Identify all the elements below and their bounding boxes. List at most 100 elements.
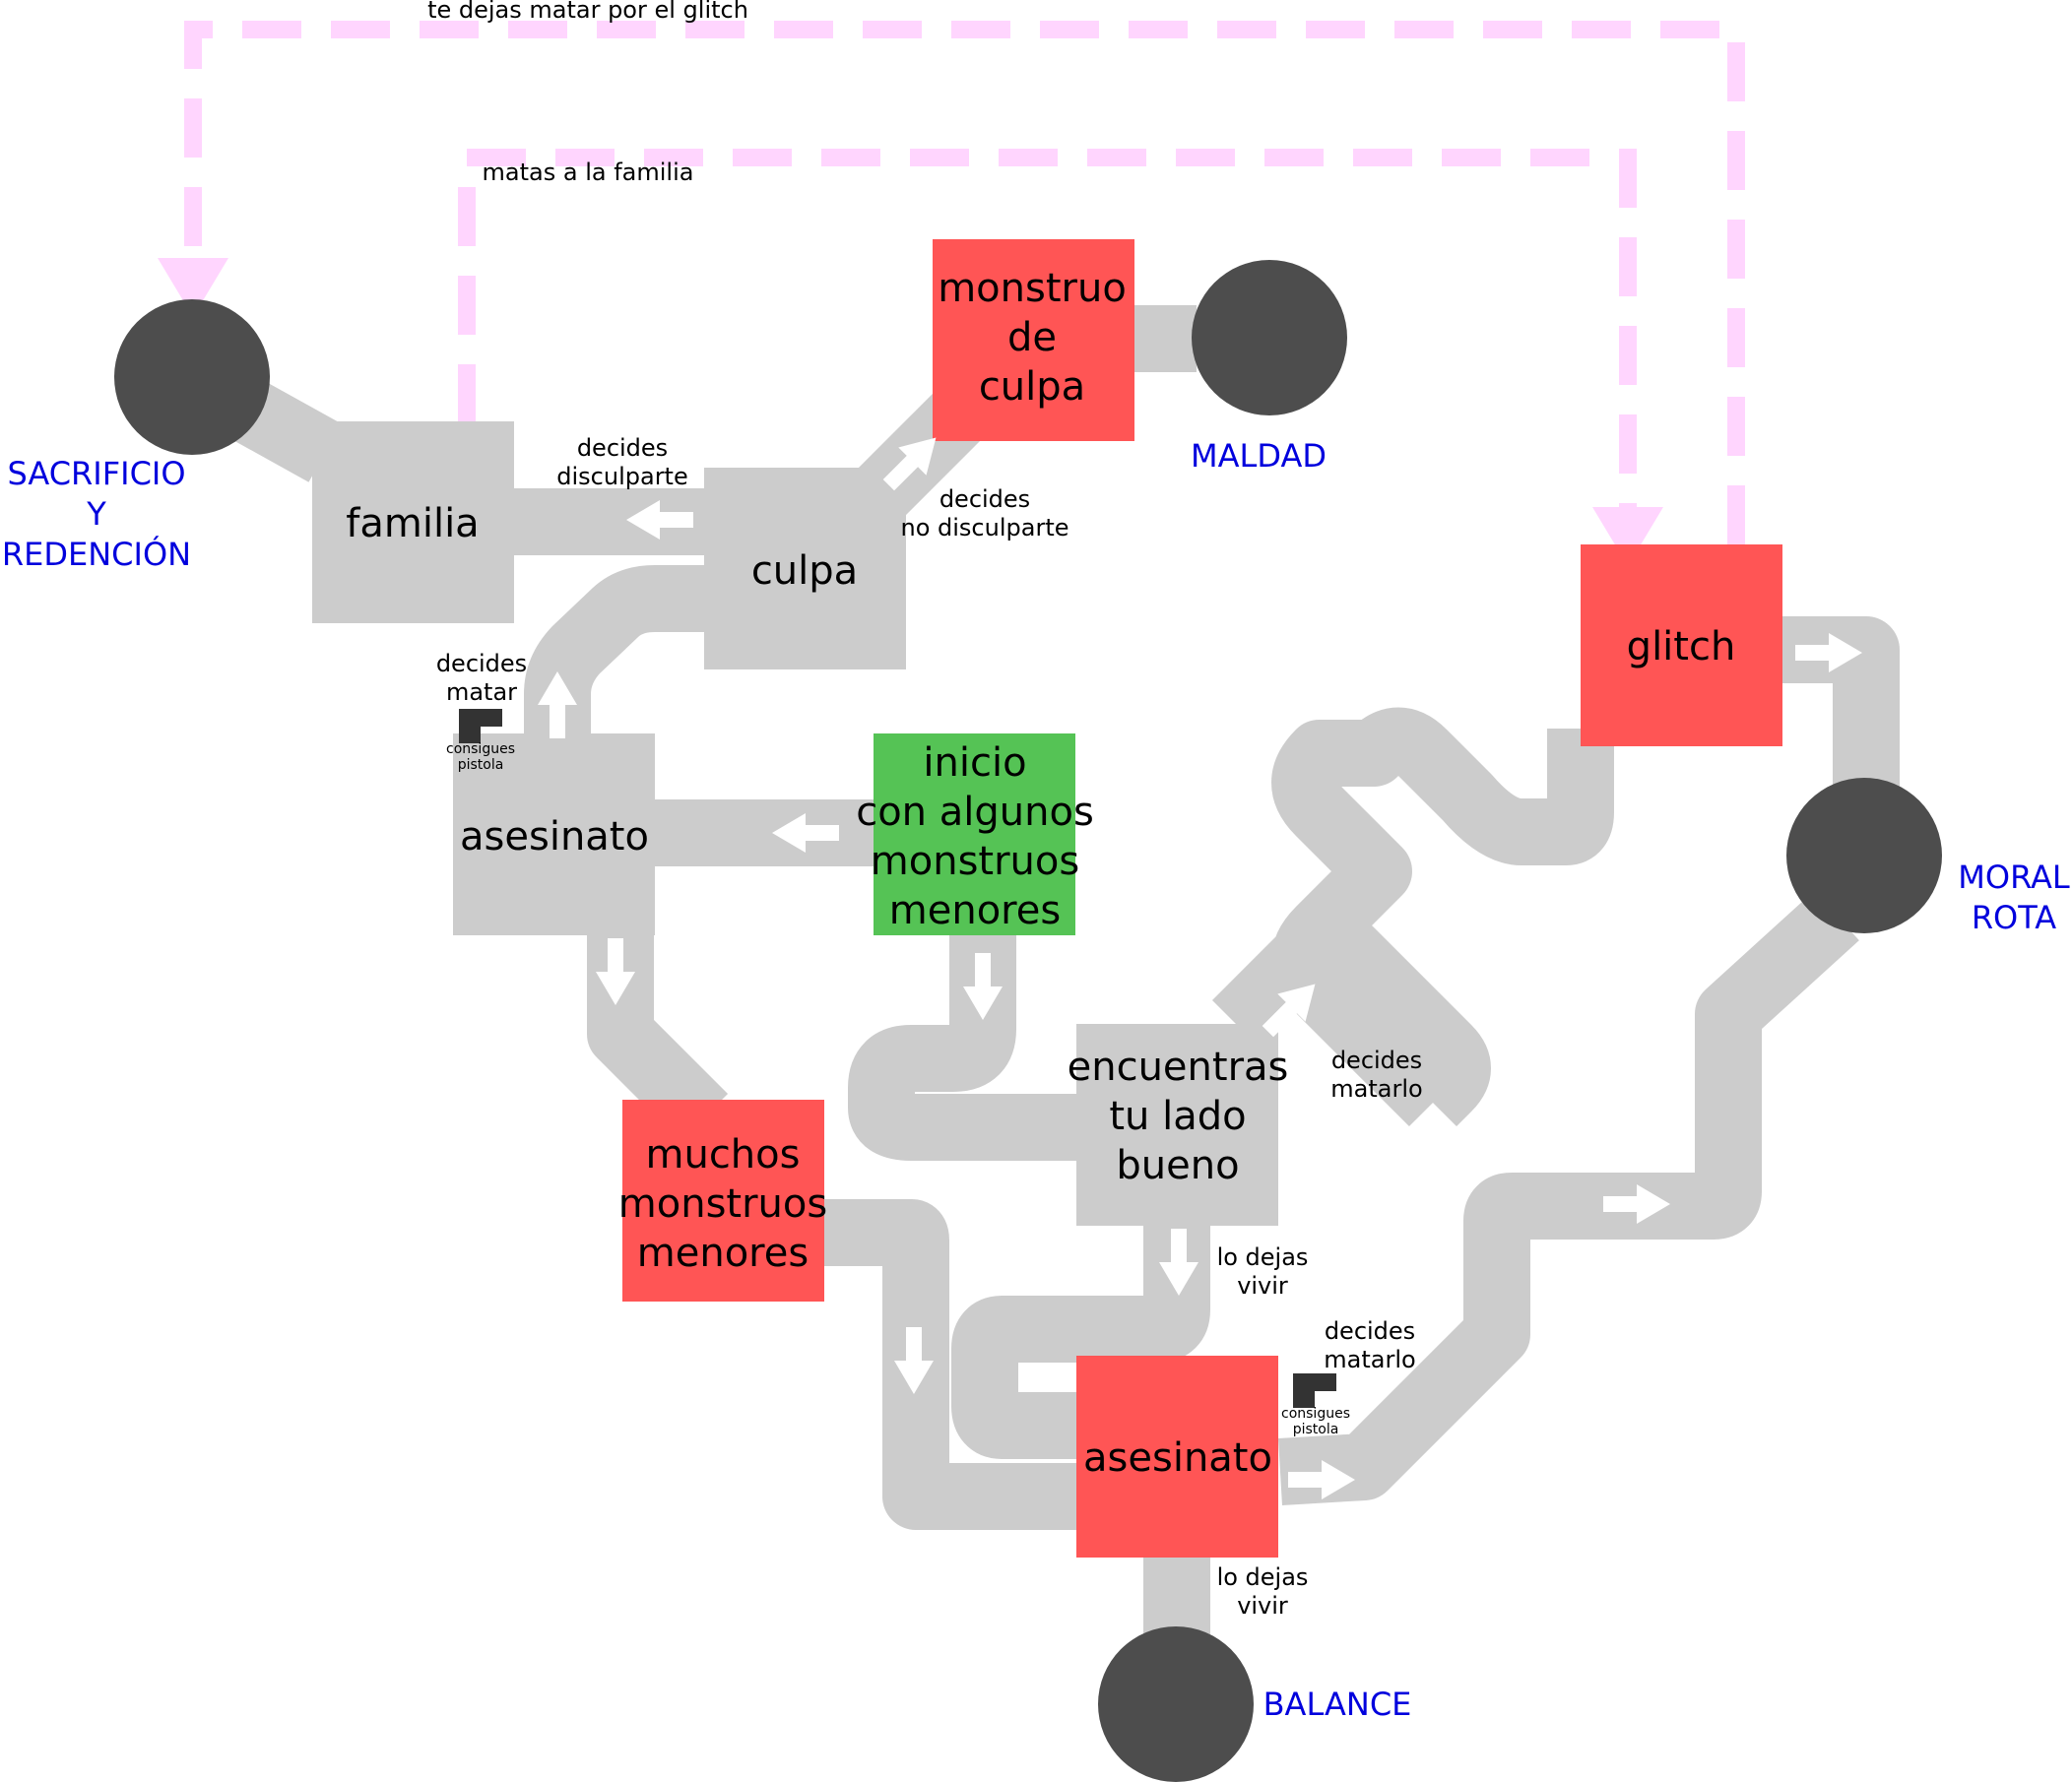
label-muchos-line-1: monstruos: [618, 1181, 827, 1227]
arrow-inicio-down: [963, 953, 1003, 1020]
label-encuentras-line-0: encuentras: [1068, 1045, 1289, 1090]
label-monstruo-line-0: monstruo: [938, 266, 1127, 311]
path-muchos-asesinato: [822, 1199, 1078, 1530]
label-asesinato-top-line-0: asesinato: [460, 814, 649, 859]
arrow-glitch-right: [1795, 633, 1862, 672]
ending-maldad-circle: [1192, 260, 1347, 415]
path-glitch-moral: [1782, 616, 1900, 788]
ending-balance-label: BALANCE: [1263, 1686, 1412, 1723]
path-encuentras-asesinato: [951, 1226, 1210, 1459]
path-asesinato-culpa: [524, 565, 704, 733]
label-encuentras-line-2: bueno: [1116, 1143, 1239, 1188]
edge-label-matarlo-low-line-1: matarlo: [1324, 1346, 1415, 1373]
path-asesinato-muchos: [587, 935, 729, 1142]
arrow-encuentras-up: [1262, 984, 1316, 1038]
dashed-arrowhead-sacrificio: [158, 258, 228, 317]
node-inicio: [874, 733, 1075, 935]
edge-label-vivir-mid-line-0: lo dejas: [1217, 1243, 1309, 1271]
label-inicio-line-1: con algunos: [856, 790, 1094, 835]
label-muchos-line-0: muchos: [646, 1132, 801, 1177]
node-culpa: [704, 468, 906, 669]
label-inicio-line-3: menores: [889, 888, 1061, 933]
arrow-to-monstruo: [882, 437, 937, 491]
label-monstruo-line-1: de: [1007, 315, 1057, 360]
ending-sacrificio-circle: [114, 299, 270, 455]
label-familia-line-0: familia: [346, 501, 479, 546]
label-encuentras-line-1: tu lado: [1109, 1094, 1246, 1139]
label-culpa: culpa: [751, 548, 858, 594]
edge-label-no-disculparte-line-1: no disculparte: [901, 514, 1069, 541]
node-muchos-monstruos: [622, 1100, 824, 1302]
pistol-icon-top: [459, 709, 502, 743]
edge-label-matar-line-1: matar: [446, 678, 517, 706]
pistol-icon-bottom: [1293, 1373, 1336, 1408]
edge-label-matarlo-mid-line-1: matarlo: [1330, 1075, 1422, 1103]
arrow-asesinato-right: [1288, 1460, 1355, 1499]
path-encuentras-glitch: [1211, 707, 1614, 1127]
node-asesinato-bottom: [1076, 1356, 1278, 1558]
label-familia: familia: [346, 501, 479, 546]
ending-balance-label-line-0: BALANCE: [1263, 1686, 1412, 1723]
edge-label-disculparte-line-1: disculparte: [556, 463, 687, 490]
node-asesinato-top: [453, 733, 655, 935]
node-monstruo-de-culpa: [933, 239, 1134, 441]
edge-label-vivir-mid-line-1: vivir: [1237, 1272, 1288, 1300]
edge-label-disculparte-line-0: decides: [577, 434, 668, 462]
edge-label-matarlo-low-line-0: decides: [1325, 1317, 1415, 1345]
dashed-arrowhead-glitch: [1592, 507, 1663, 566]
pistol-label-top-line-1: pistola: [458, 757, 504, 773]
ending-maldad-label: MALDAD: [1191, 437, 1327, 475]
edge-label-matar-line-0: decides: [436, 650, 527, 677]
pistol-label-bottom-line-1: pistola: [1293, 1422, 1339, 1437]
arrow-asesinato-up: [538, 671, 577, 738]
arrow-layer: [538, 437, 1862, 1499]
node-familia: [312, 421, 514, 623]
label-muchos-line-2: menores: [637, 1231, 809, 1276]
ending-moral-label-line-1: ROTA: [1972, 899, 2056, 936]
label-inicio-line-0: inicio: [923, 740, 1026, 786]
node-glitch: [1581, 544, 1782, 746]
label-monstruo-line-2: culpa: [979, 364, 1085, 410]
edge-label-matas-familia: matas a la familia: [483, 159, 694, 186]
node-encuentras: [1076, 1024, 1278, 1226]
ending-sacrificio-label-line-1: Y: [86, 495, 106, 533]
label-asesinato-bottom: asesinato: [1083, 1435, 1272, 1481]
label-culpa-line-0: culpa: [751, 548, 858, 594]
edge-label-vivir-low-line-1: vivir: [1237, 1592, 1288, 1620]
path-moral-asesinato: [1278, 890, 1859, 1505]
ending-maldad-label-line-0: MALDAD: [1191, 437, 1327, 475]
arrow-moral-right: [1603, 1184, 1670, 1224]
ending-sacrificio-label-line-2: REDENCIÓN: [2, 535, 191, 573]
label-inicio-line-2: monstruos: [871, 839, 1079, 884]
ending-moral-label-line-0: MORAL: [1958, 859, 2070, 896]
label-glitch-line-0: glitch: [1627, 624, 1736, 669]
label-glitch: glitch: [1627, 624, 1736, 669]
arrow-asesinato-down: [596, 938, 635, 1005]
edge-label-no-disculparte-line-0: decides: [939, 485, 1030, 513]
path-inicio-encuentras: [848, 935, 1078, 1161]
edge-label-vivir-low-line-0: lo dejas: [1217, 1563, 1309, 1591]
arrow-inicio-left: [772, 813, 839, 853]
arrow-to-familia: [626, 500, 693, 540]
arrow-encuentras-down: [1159, 1229, 1198, 1296]
dashed-familia-glitch: [458, 149, 1637, 512]
edge-label-matarlo-mid-line-0: decides: [1331, 1047, 1422, 1074]
label-asesinato-bottom-line-0: asesinato: [1083, 1435, 1272, 1481]
dashed-layer: [184, 21, 1745, 544]
edge-label-te-dejas-line-0: te dejas matar por el glitch: [427, 0, 748, 24]
